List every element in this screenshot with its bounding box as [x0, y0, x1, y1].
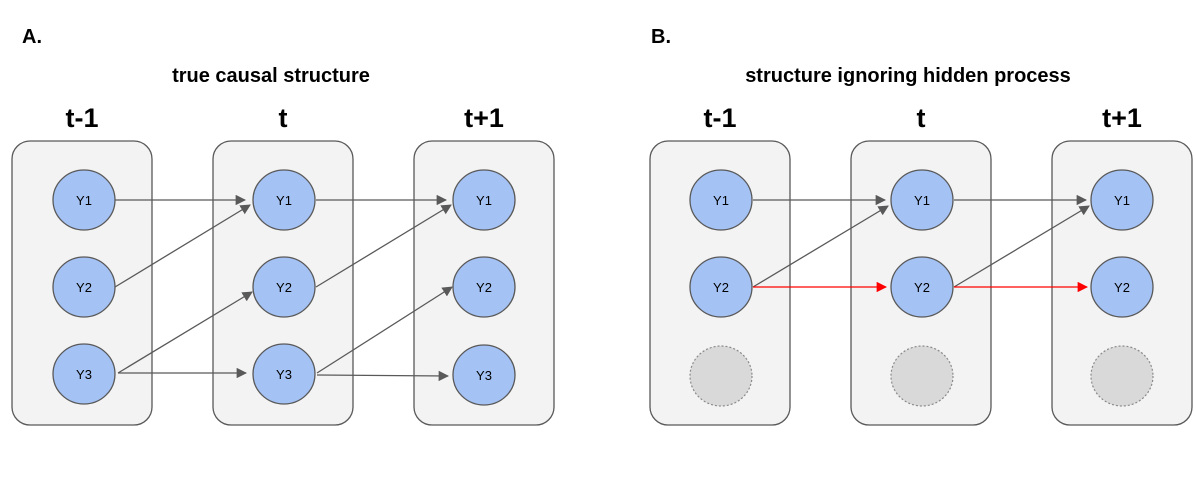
hidden-node — [689, 345, 753, 407]
edge-y2-to-y1 — [315, 204, 452, 288]
node-label: Y1 — [713, 193, 729, 208]
edge-y2-to-y1 — [114, 204, 251, 288]
panel-b-title: structure ignoring hidden process — [745, 65, 1071, 87]
node-y2: Y2 — [52, 256, 116, 318]
node-y1: Y1 — [1090, 169, 1154, 231]
panel-a-label: A. — [22, 26, 42, 48]
time-label-t: t — [917, 103, 926, 133]
node-label: Y2 — [1114, 280, 1130, 295]
panel-a-title: true causal structure — [172, 65, 370, 87]
node-label: Y3 — [476, 368, 492, 383]
node-label: Y2 — [713, 280, 729, 295]
node-y2: Y2 — [252, 256, 316, 318]
node-y2: Y2 — [1090, 256, 1154, 318]
node-y3: Y3 — [252, 343, 316, 405]
node-y1: Y1 — [52, 169, 116, 231]
edge-y2-to-y1 — [752, 205, 889, 288]
node-label: Y1 — [914, 193, 930, 208]
edge-y2-to-y1 — [953, 205, 1090, 288]
node-label: Y1 — [276, 193, 292, 208]
node-label: Y1 — [1114, 193, 1130, 208]
time-label-t-minus-1: t-1 — [66, 103, 99, 133]
time-label-t: t — [279, 103, 288, 133]
node-y3: Y3 — [52, 343, 116, 405]
time-label-t-plus-1: t+1 — [1102, 103, 1142, 133]
node-y2: Y2 — [689, 256, 753, 318]
node-label: Y2 — [476, 280, 492, 295]
node-label: Y1 — [76, 193, 92, 208]
hidden-node — [890, 345, 954, 407]
time-label-t-plus-1: t+1 — [464, 103, 504, 133]
panel-b-label: B. — [651, 26, 671, 48]
node-y1: Y1 — [452, 169, 516, 231]
hidden-node — [1090, 345, 1154, 407]
node-label: Y3 — [76, 367, 92, 382]
node-y1: Y1 — [890, 169, 954, 231]
node-y3: Y3 — [452, 344, 516, 406]
node-y1: Y1 — [689, 169, 753, 231]
edge-y3-to-y3 — [316, 370, 450, 382]
node-label: Y2 — [276, 280, 292, 295]
node-y2: Y2 — [452, 256, 516, 318]
edge-y3-to-y2 — [316, 286, 453, 374]
panel-a: A. true causal structure t-1 t t+1 Y1 Y2… — [11, 26, 555, 426]
node-label: Y1 — [476, 193, 492, 208]
panel-b: B. structure ignoring hidden process t-1… — [649, 26, 1193, 426]
node-label: Y3 — [276, 367, 292, 382]
edge-y3-to-y2 — [117, 291, 253, 374]
node-y2: Y2 — [890, 256, 954, 318]
node-label: Y2 — [914, 280, 930, 295]
time-label-t-minus-1: t-1 — [704, 103, 737, 133]
node-label: Y2 — [76, 280, 92, 295]
node-y1: Y1 — [252, 169, 316, 231]
